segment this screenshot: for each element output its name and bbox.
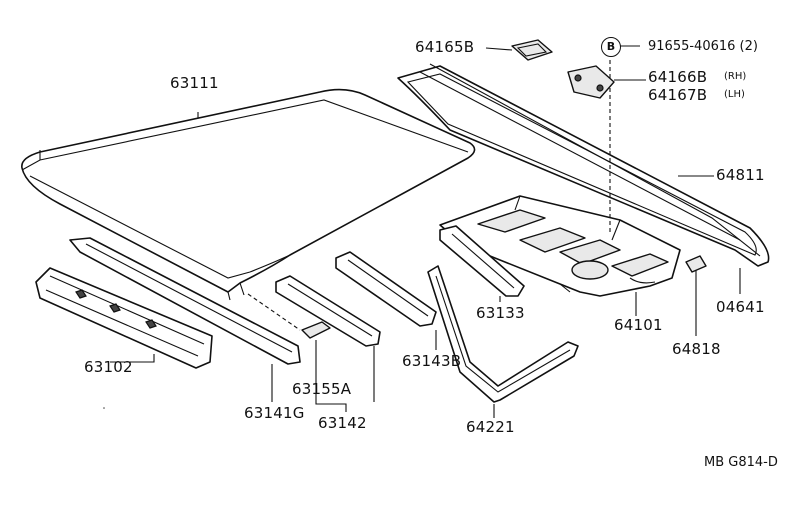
roof-panel <box>21 88 476 301</box>
label-63143b: 63143B <box>402 352 462 370</box>
back-window-weatherstrip <box>397 63 770 267</box>
stopper-pads <box>511 39 615 99</box>
label-63155a: 63155A <box>292 380 352 398</box>
label-91655-40616: 91655-40616 (2) <box>648 39 758 54</box>
leader-lines <box>110 45 741 418</box>
label-63111: 63111 <box>170 74 219 92</box>
label-63102: 63102 <box>84 358 133 376</box>
label-63133: 63133 <box>476 304 525 322</box>
label-64818: 64818 <box>672 340 721 358</box>
label-63141g: 63141G <box>244 404 305 422</box>
label-64221: 64221 <box>466 418 515 436</box>
label-lh: (LH) <box>724 89 745 100</box>
label-04641: 04641 <box>716 298 765 316</box>
label-63142: 63142 <box>318 414 367 432</box>
label-64101: 64101 <box>614 316 663 334</box>
label-rh: (RH) <box>724 71 747 82</box>
ref-b-circle: B <box>601 37 621 57</box>
diagram-reference-code: MB G814-D <box>704 455 778 470</box>
label-64811: 64811 <box>716 166 765 184</box>
label-64165b: 64165B <box>415 38 475 56</box>
back-panel <box>439 195 681 297</box>
label-64167b: 64167B <box>648 86 708 104</box>
label-64166b: 64166B <box>648 68 708 86</box>
roof-rails <box>35 225 707 403</box>
